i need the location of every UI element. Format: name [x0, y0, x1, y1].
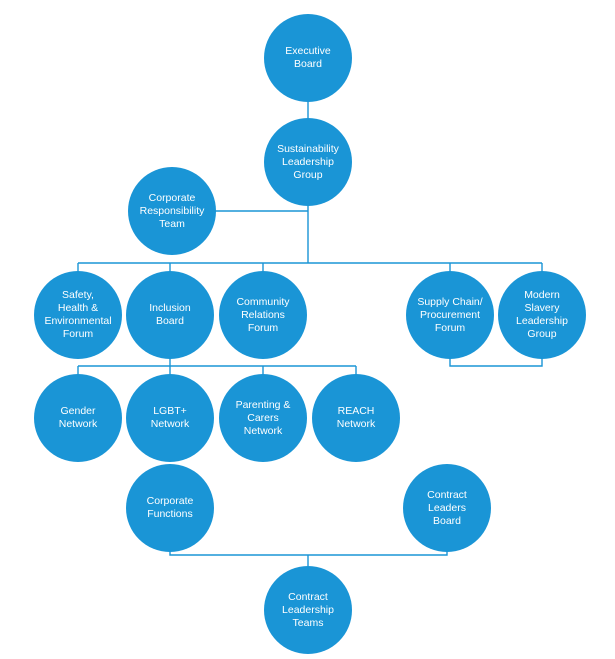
node-modern-slavery-leadership-group: Modern Slavery Leadership Group — [498, 271, 586, 359]
node-parenting-carers-network: Parenting & Carers Network — [219, 374, 307, 462]
node-contract-leadership-teams: Contract Leadership Teams — [264, 566, 352, 654]
node-corporate-functions: Corporate Functions — [126, 464, 214, 552]
node-label: Parenting & Carers Network — [235, 398, 291, 437]
node-corporate-responsibility-team: Corporate Responsibility Team — [128, 167, 216, 255]
node-label: Sustainability Leadership Group — [277, 142, 339, 181]
node-sustainability-leadership-group: Sustainability Leadership Group — [264, 118, 352, 206]
node-label: Inclusion Board — [149, 302, 191, 327]
node-supply-chain-procurement-forum: Supply Chain/ Procurement Forum — [406, 271, 494, 359]
node-gender-network: Gender Network — [34, 374, 122, 462]
node-label: Modern Slavery Leadership Group — [516, 289, 568, 340]
node-label: Safety, Health & Environmental Forum — [44, 289, 112, 340]
node-label: Contract Leaders Board — [427, 488, 467, 527]
node-community-relations-forum: Community Relations Forum — [219, 271, 307, 359]
node-contract-leaders-board: Contract Leaders Board — [403, 464, 491, 552]
connector-supply-modern-slavery — [449, 358, 543, 367]
node-label: Supply Chain/ Procurement Forum — [417, 295, 483, 334]
node-safety-health-environmental-forum: Safety, Health & Environmental Forum — [34, 271, 122, 359]
connector-bottom-bar — [169, 550, 448, 556]
node-label: REACH Network — [336, 405, 376, 430]
node-label: LGBT+ Network — [150, 405, 190, 430]
node-label: Corporate Responsibility Team — [139, 191, 205, 230]
node-lgbt-network: LGBT+ Network — [126, 374, 214, 462]
node-label: Contract Leadership Teams — [282, 590, 334, 629]
node-label: Corporate Functions — [146, 495, 194, 520]
node-reach-network: REACH Network — [312, 374, 400, 462]
node-label: Gender Network — [58, 405, 98, 430]
node-label: Community Relations Forum — [236, 295, 290, 334]
node-executive-board: Executive Board — [264, 14, 352, 102]
node-label: Executive Board — [285, 45, 331, 70]
node-inclusion-board: Inclusion Board — [126, 271, 214, 359]
